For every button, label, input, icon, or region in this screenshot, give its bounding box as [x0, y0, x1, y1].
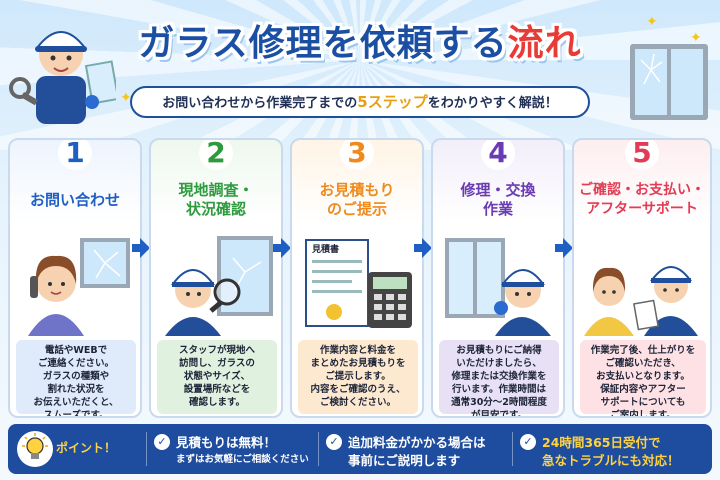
sparkle-icon: ✦ [120, 90, 132, 106]
points-bar: ポイント！ ✓ 見積もりは無料！ まずはお気軽にご相談ください ✓ 追加料金がか… [8, 424, 712, 474]
step-description: スタッフが現地へ 訪問し、ガラスの 状態やサイズ、 設置場所などを 確認します。 [157, 340, 277, 414]
customer-worker-illustration [584, 266, 698, 336]
step-title: 現地調査・ 状況確認 [178, 181, 254, 218]
divider [318, 432, 319, 466]
step-title: 修理・交換 作業 [460, 181, 536, 218]
arrow-right-icon [132, 238, 150, 258]
step-card-3: 3 お見積もり のご提示 見積書 作業内容と料金を まとめたお見積もりを ご提示… [290, 138, 424, 418]
estimate-illustration [305, 239, 412, 328]
arrow-right-icon [414, 238, 432, 258]
check-icon: ✓ [520, 434, 536, 450]
points-label: ポイント！ [56, 441, 117, 455]
sparkle-icon: ✦ [646, 14, 658, 30]
sunburst-background [0, 0, 720, 150]
phone-icon [30, 276, 38, 298]
point-item-free-estimate: ✓ 見積もりは無料！ まずはお気軽にご相談ください [154, 430, 314, 468]
step-number: 5 [625, 140, 659, 170]
step-title: ご確認・お支払い・ アフターサポート [579, 182, 705, 217]
step-title: お見積もり のご提示 [319, 181, 395, 218]
step-description: 作業内容と料金を まとめたお見積もりを ご提示します。 内容をご確認のうえ、 ご… [298, 340, 418, 414]
step-description: 作業完了後、仕上がりを ご確認いただき、 お支払いとなります。 保証内容やアフタ… [580, 340, 706, 416]
step-description: 電話やWEBで ご連絡ください。 ガラスの種類や 割れた状況を お伝えいただくと… [16, 340, 136, 416]
point-item-extra-fee: ✓ 追加料金がかかる場合は 事前にご説明します [326, 430, 506, 468]
step-card-4: 4 修理・交換 作業 お見積もりにご納得 いただけましたら、 修理または交換作業… [431, 138, 565, 418]
step-description: お見積もりにご納得 いただけましたら、 修理または交換作業を 行います。作業時間… [439, 340, 559, 416]
estimate-doc-label: 見積書 [312, 245, 340, 255]
point-item-24h: ✓ 24時間365日受付で 急なトラブルにも対応！ [520, 430, 708, 468]
woman-phone-illustration [28, 238, 130, 336]
step-card-2: 2 現地調査・ 状況確認 スタッフが現地へ 訪問し、ガラスの 状態やサイズ、 設… [149, 138, 283, 418]
worker-illustration [9, 31, 116, 124]
window-broken-icon [630, 44, 708, 120]
step-number: 2 [199, 140, 233, 170]
arrow-right-icon [273, 238, 291, 258]
step-card-1: 1 お問い合わせ 電話やWEBで ご連絡ください。 ガラスの種類や 割れた状況を… [8, 138, 142, 418]
arrow-right-icon [555, 238, 573, 258]
worker-inspect-illustration [165, 236, 273, 336]
divider [146, 432, 147, 466]
check-icon: ✓ [326, 434, 342, 450]
lightbulb-icon [17, 431, 53, 467]
page-title: ガラス修理を依頼する流れ [138, 23, 582, 64]
sparkle-icon: ✦ [690, 30, 702, 46]
step-title: お問い合わせ [29, 190, 120, 209]
step-number: 1 [58, 140, 92, 170]
subtitle-banner: お問い合わせから作業完了までの5ステップをわかりやすく解説！ [130, 86, 590, 118]
worker-repair-illustration [445, 238, 551, 336]
magnifier-icon [213, 278, 241, 306]
check-icon: ✓ [154, 434, 170, 450]
step-number: 3 [340, 140, 374, 170]
divider [512, 432, 513, 466]
step-number: 4 [481, 140, 515, 170]
step-card-5: 5 ご確認・お支払い・ アフターサポート 作業完了後、仕上がりを ご確認いただき… [572, 138, 712, 418]
